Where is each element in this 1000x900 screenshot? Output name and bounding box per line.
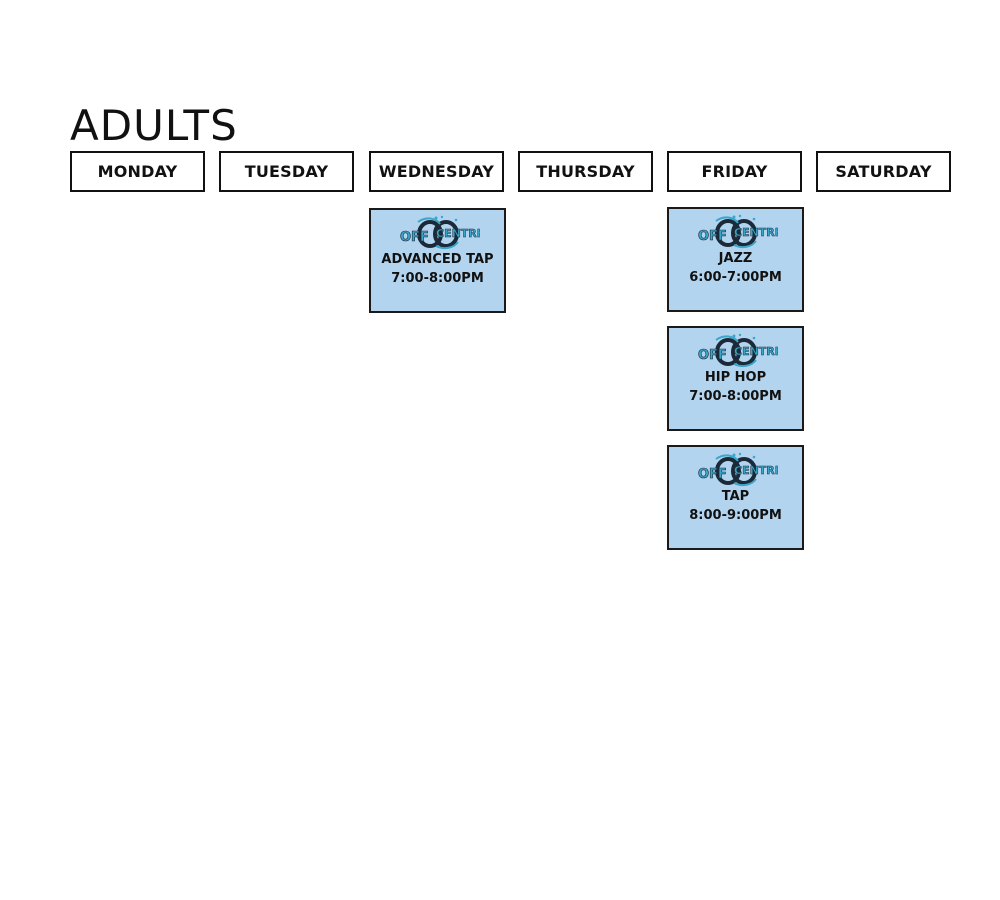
- class-card-tap[interactable]: TAP 8:00-9:00PM: [667, 445, 804, 550]
- day-header-friday: FRIDAY: [667, 151, 802, 192]
- day-header-thursday: THURSDAY: [518, 151, 653, 192]
- class-card-jazz[interactable]: JAZZ 6:00-7:00PM: [667, 207, 804, 312]
- studio-logo-icon: [694, 332, 778, 368]
- studio-logo-icon: [694, 213, 778, 249]
- class-time: 6:00-7:00PM: [689, 270, 782, 285]
- class-name: TAP: [721, 489, 750, 504]
- studio-logo-icon: [396, 214, 480, 250]
- studio-logo-icon: [694, 451, 778, 487]
- day-header-saturday: SATURDAY: [816, 151, 951, 192]
- page-title: ADULTS: [70, 101, 238, 150]
- class-name: HIP HOP: [704, 370, 767, 385]
- class-time: 8:00-9:00PM: [689, 508, 782, 523]
- class-name: JAZZ: [718, 251, 753, 266]
- day-header-wednesday: WEDNESDAY: [369, 151, 504, 192]
- day-header-monday: MONDAY: [70, 151, 205, 192]
- class-time: 7:00-8:00PM: [391, 271, 484, 286]
- class-card-hip-hop[interactable]: HIP HOP 7:00-8:00PM: [667, 326, 804, 431]
- class-name: ADVANCED TAP: [381, 252, 494, 267]
- class-card-advanced-tap[interactable]: ADVANCED TAP 7:00-8:00PM: [369, 208, 506, 313]
- class-time: 7:00-8:00PM: [689, 389, 782, 404]
- day-header-tuesday: TUESDAY: [219, 151, 354, 192]
